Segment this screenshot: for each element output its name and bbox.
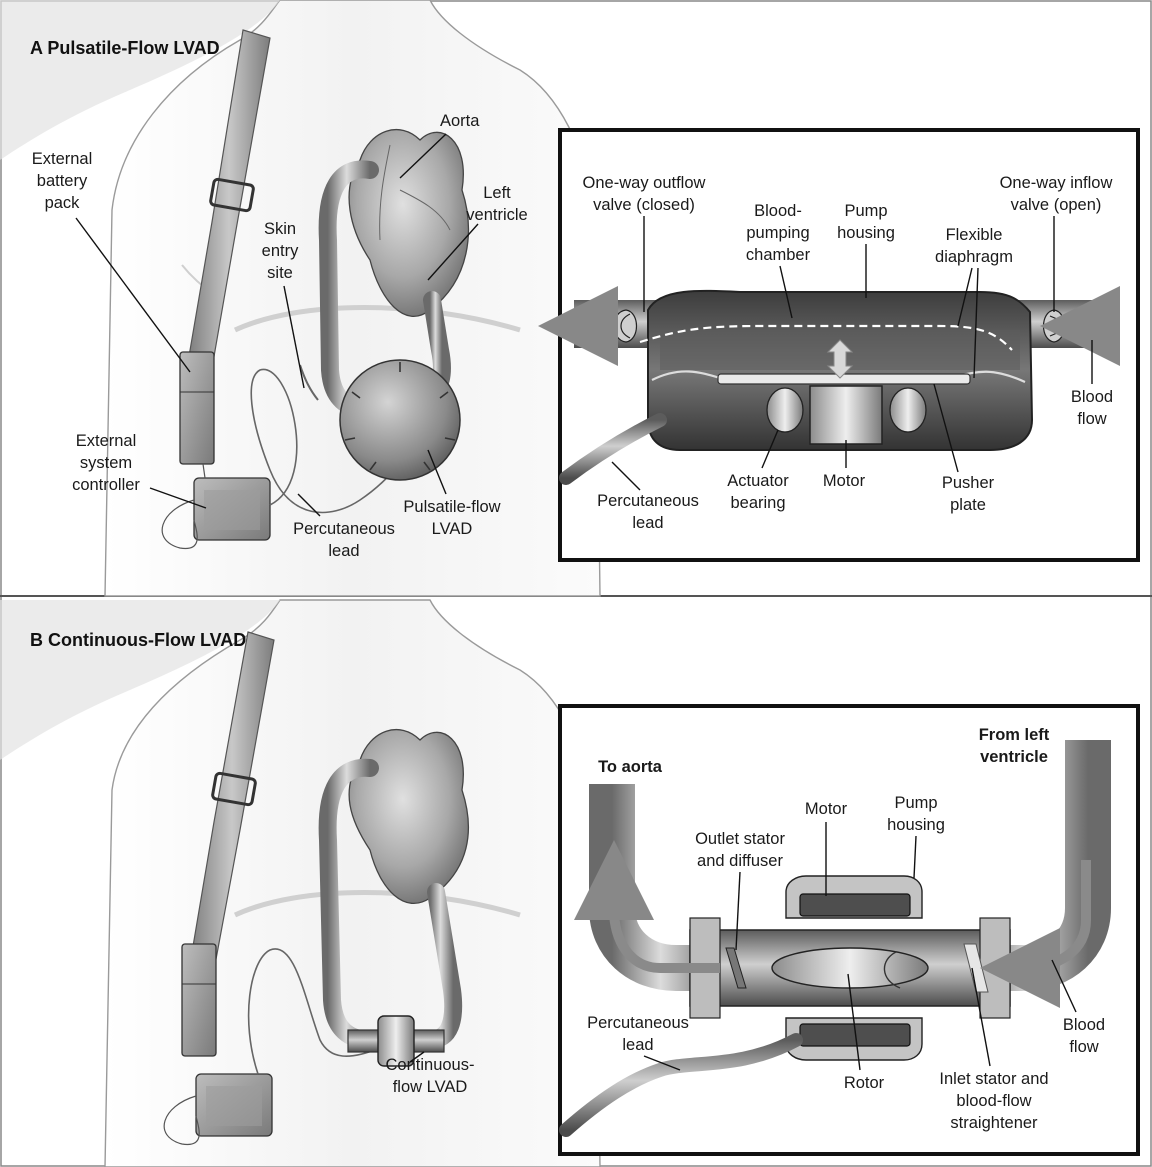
svg-text:Inlet stator and: Inlet stator and [939,1070,1048,1088]
svg-text:plate: plate [950,496,986,514]
svg-text:housing: housing [837,224,895,242]
svg-text:Pulsatile-flow: Pulsatile-flow [403,498,500,516]
svg-text:Percutaneous: Percutaneous [597,492,699,510]
svg-text:ventricle: ventricle [980,748,1048,766]
svg-text:blood-flow: blood-flow [956,1092,1031,1110]
torso-b [0,600,600,1167]
svg-text:lead: lead [328,542,359,560]
svg-text:External: External [76,432,137,450]
svg-text:housing: housing [887,816,945,834]
panel-b-title: B Continuous-Flow LVAD [30,630,246,650]
svg-text:flow LVAD: flow LVAD [393,1078,468,1096]
label-external-battery-pack: External battery pack [32,150,93,212]
svg-text:Pump: Pump [894,794,937,812]
inset-b-label-to-aorta: To aorta [598,758,663,776]
battery-pack-a [180,352,214,464]
svg-text:LVAD: LVAD [432,520,473,538]
svg-text:controller: controller [72,476,140,494]
svg-text:site: site [267,264,293,282]
svg-text:lead: lead [632,514,663,532]
battery-pack-b [182,944,216,1056]
panel-b: B Continuous-Flow LVAD Continuous- flow … [0,600,1138,1167]
svg-text:lead: lead [622,1036,653,1054]
svg-text:Left: Left [483,184,511,202]
svg-text:Blood: Blood [1063,1016,1105,1034]
inset-a-label-blood-pumping-chamber: Blood- pumping chamber [746,202,811,264]
inset-b-label-rotor: Rotor [844,1074,885,1092]
svg-text:and diffuser: and diffuser [697,852,783,870]
svg-text:bearing: bearing [730,494,785,512]
svg-text:External: External [32,150,93,168]
svg-text:From left: From left [979,726,1050,744]
svg-text:flow: flow [1077,410,1106,428]
svg-text:Skin: Skin [264,220,296,238]
svg-text:system: system [80,454,132,472]
svg-text:Actuator: Actuator [727,472,789,490]
svg-text:chamber: chamber [746,246,811,264]
svg-text:pumping: pumping [746,224,809,242]
panel-a: A Pulsatile-Flow LVAD Aorta Left ventric… [0,0,1138,596]
svg-text:One-way outflow: One-way outflow [583,174,706,192]
svg-text:Flexible: Flexible [946,226,1003,244]
inset-b-label-motor: Motor [805,800,848,818]
svg-text:ventricle: ventricle [466,206,527,224]
svg-text:straightener: straightener [950,1114,1038,1132]
svg-text:Blood-: Blood- [754,202,802,220]
svg-text:valve (open): valve (open) [1011,196,1102,214]
svg-text:Percutaneous: Percutaneous [587,1014,689,1032]
svg-text:Outlet stator: Outlet stator [695,830,785,848]
svg-text:One-way inflow: One-way inflow [1000,174,1113,192]
svg-text:Continuous-: Continuous- [386,1056,475,1074]
inset-a-label-motor: Motor [823,472,866,490]
label-external-system-controller: External system controller [72,432,140,494]
svg-text:Pusher: Pusher [942,474,995,492]
svg-text:battery: battery [37,172,88,190]
svg-text:Percutaneous: Percutaneous [293,520,395,538]
svg-text:Pump: Pump [844,202,887,220]
svg-text:Blood: Blood [1071,388,1113,406]
label-aorta: Aorta [440,112,480,130]
pulsatile-pump-a [340,360,460,480]
svg-text:pack: pack [45,194,81,212]
inset-b: To aorta From left ventricle Motor Pump … [560,706,1138,1154]
svg-text:flow: flow [1069,1038,1098,1056]
svg-text:diaphragm: diaphragm [935,248,1013,266]
panel-a-title: A Pulsatile-Flow LVAD [30,38,220,58]
svg-text:entry: entry [262,242,299,260]
inset-a: One-way outflow valve (closed) Blood- pu… [560,130,1138,560]
svg-text:valve (closed): valve (closed) [593,196,695,214]
